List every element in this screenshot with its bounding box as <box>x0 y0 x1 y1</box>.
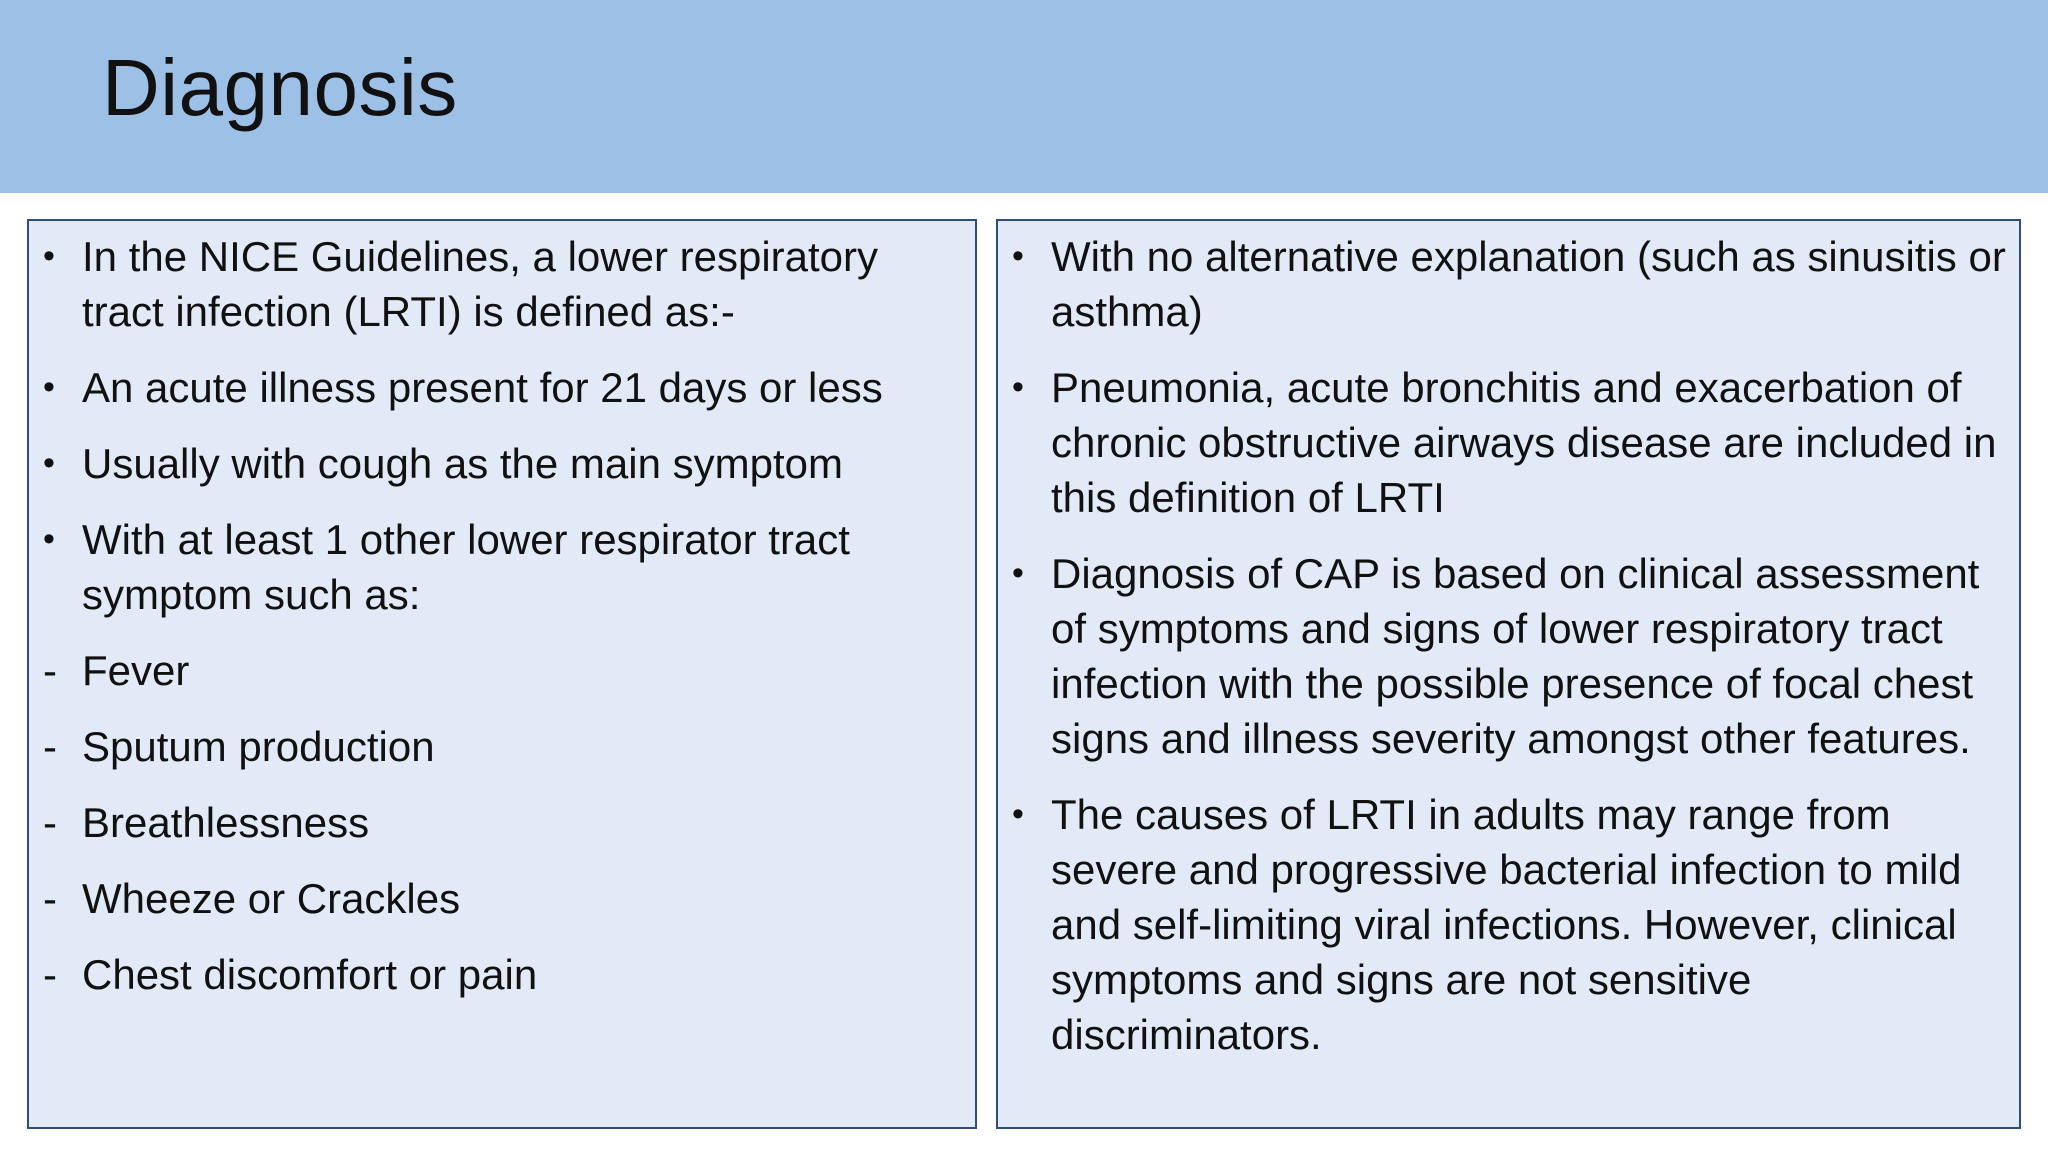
left-content-panel: • In the NICE Guidelines, a lower respir… <box>27 219 977 1129</box>
list-item: • In the NICE Guidelines, a lower respir… <box>29 229 975 339</box>
list-item-text: Wheeze or Crackles <box>82 875 461 922</box>
list-item-text: Breathlessness <box>82 799 370 846</box>
bullet-marker: • <box>43 520 55 558</box>
list-item: • With no alternative explanation (such … <box>998 229 2019 339</box>
list-item: - Chest discomfort or pain <box>29 947 975 1002</box>
list-item-text: With at least 1 other lower respirator t… <box>82 516 850 618</box>
bullet-marker: • <box>1012 795 1024 833</box>
list-item: • Usually with cough as the main symptom <box>29 436 975 491</box>
list-item-text: Sputum production <box>82 723 435 770</box>
dash-marker: - <box>43 951 57 998</box>
dash-marker: - <box>43 875 57 922</box>
left-bullet-list: • In the NICE Guidelines, a lower respir… <box>29 221 975 1002</box>
list-item: - Breathlessness <box>29 795 975 850</box>
title-band <box>0 0 2048 193</box>
right-content-panel: • With no alternative explanation (such … <box>996 219 2021 1129</box>
bullet-marker: • <box>1012 554 1024 592</box>
list-item-text: Pneumonia, acute bronchitis and exacerba… <box>1051 364 1997 521</box>
bullet-marker: • <box>1012 237 1024 275</box>
list-item: • With at least 1 other lower respirator… <box>29 512 975 622</box>
list-item-text: In the NICE Guidelines, a lower respirat… <box>82 233 879 335</box>
list-item-text: Chest discomfort or pain <box>82 951 538 998</box>
list-item-text: An acute illness present for 21 days or … <box>82 364 883 411</box>
slide-title: Diagnosis <box>102 43 458 132</box>
list-item-text: Diagnosis of CAP is based on clinical as… <box>1051 550 1980 762</box>
list-item: • Pneumonia, acute bronchitis and exacer… <box>998 360 2019 525</box>
dash-marker: - <box>43 723 57 770</box>
list-item: - Sputum production <box>29 719 975 774</box>
list-item: • The causes of LRTI in adults may range… <box>998 787 2019 1062</box>
dash-marker: - <box>43 799 57 846</box>
list-item: • Diagnosis of CAP is based on clinical … <box>998 546 2019 766</box>
dash-marker: - <box>43 647 57 694</box>
list-item-text: With no alternative explanation (such as… <box>1051 233 2006 335</box>
list-item-text: The causes of LRTI in adults may range f… <box>1051 791 1962 1058</box>
list-item: - Fever <box>29 643 975 698</box>
bullet-marker: • <box>43 237 55 275</box>
list-item: • An acute illness present for 21 days o… <box>29 360 975 415</box>
bullet-marker: • <box>43 368 55 406</box>
list-item-text: Fever <box>82 647 190 694</box>
list-item: - Wheeze or Crackles <box>29 871 975 926</box>
bullet-marker: • <box>43 444 55 482</box>
list-item-text: Usually with cough as the main symptom <box>82 440 843 487</box>
bullet-marker: • <box>1012 368 1024 406</box>
right-bullet-list: • With no alternative explanation (such … <box>998 221 2019 1062</box>
